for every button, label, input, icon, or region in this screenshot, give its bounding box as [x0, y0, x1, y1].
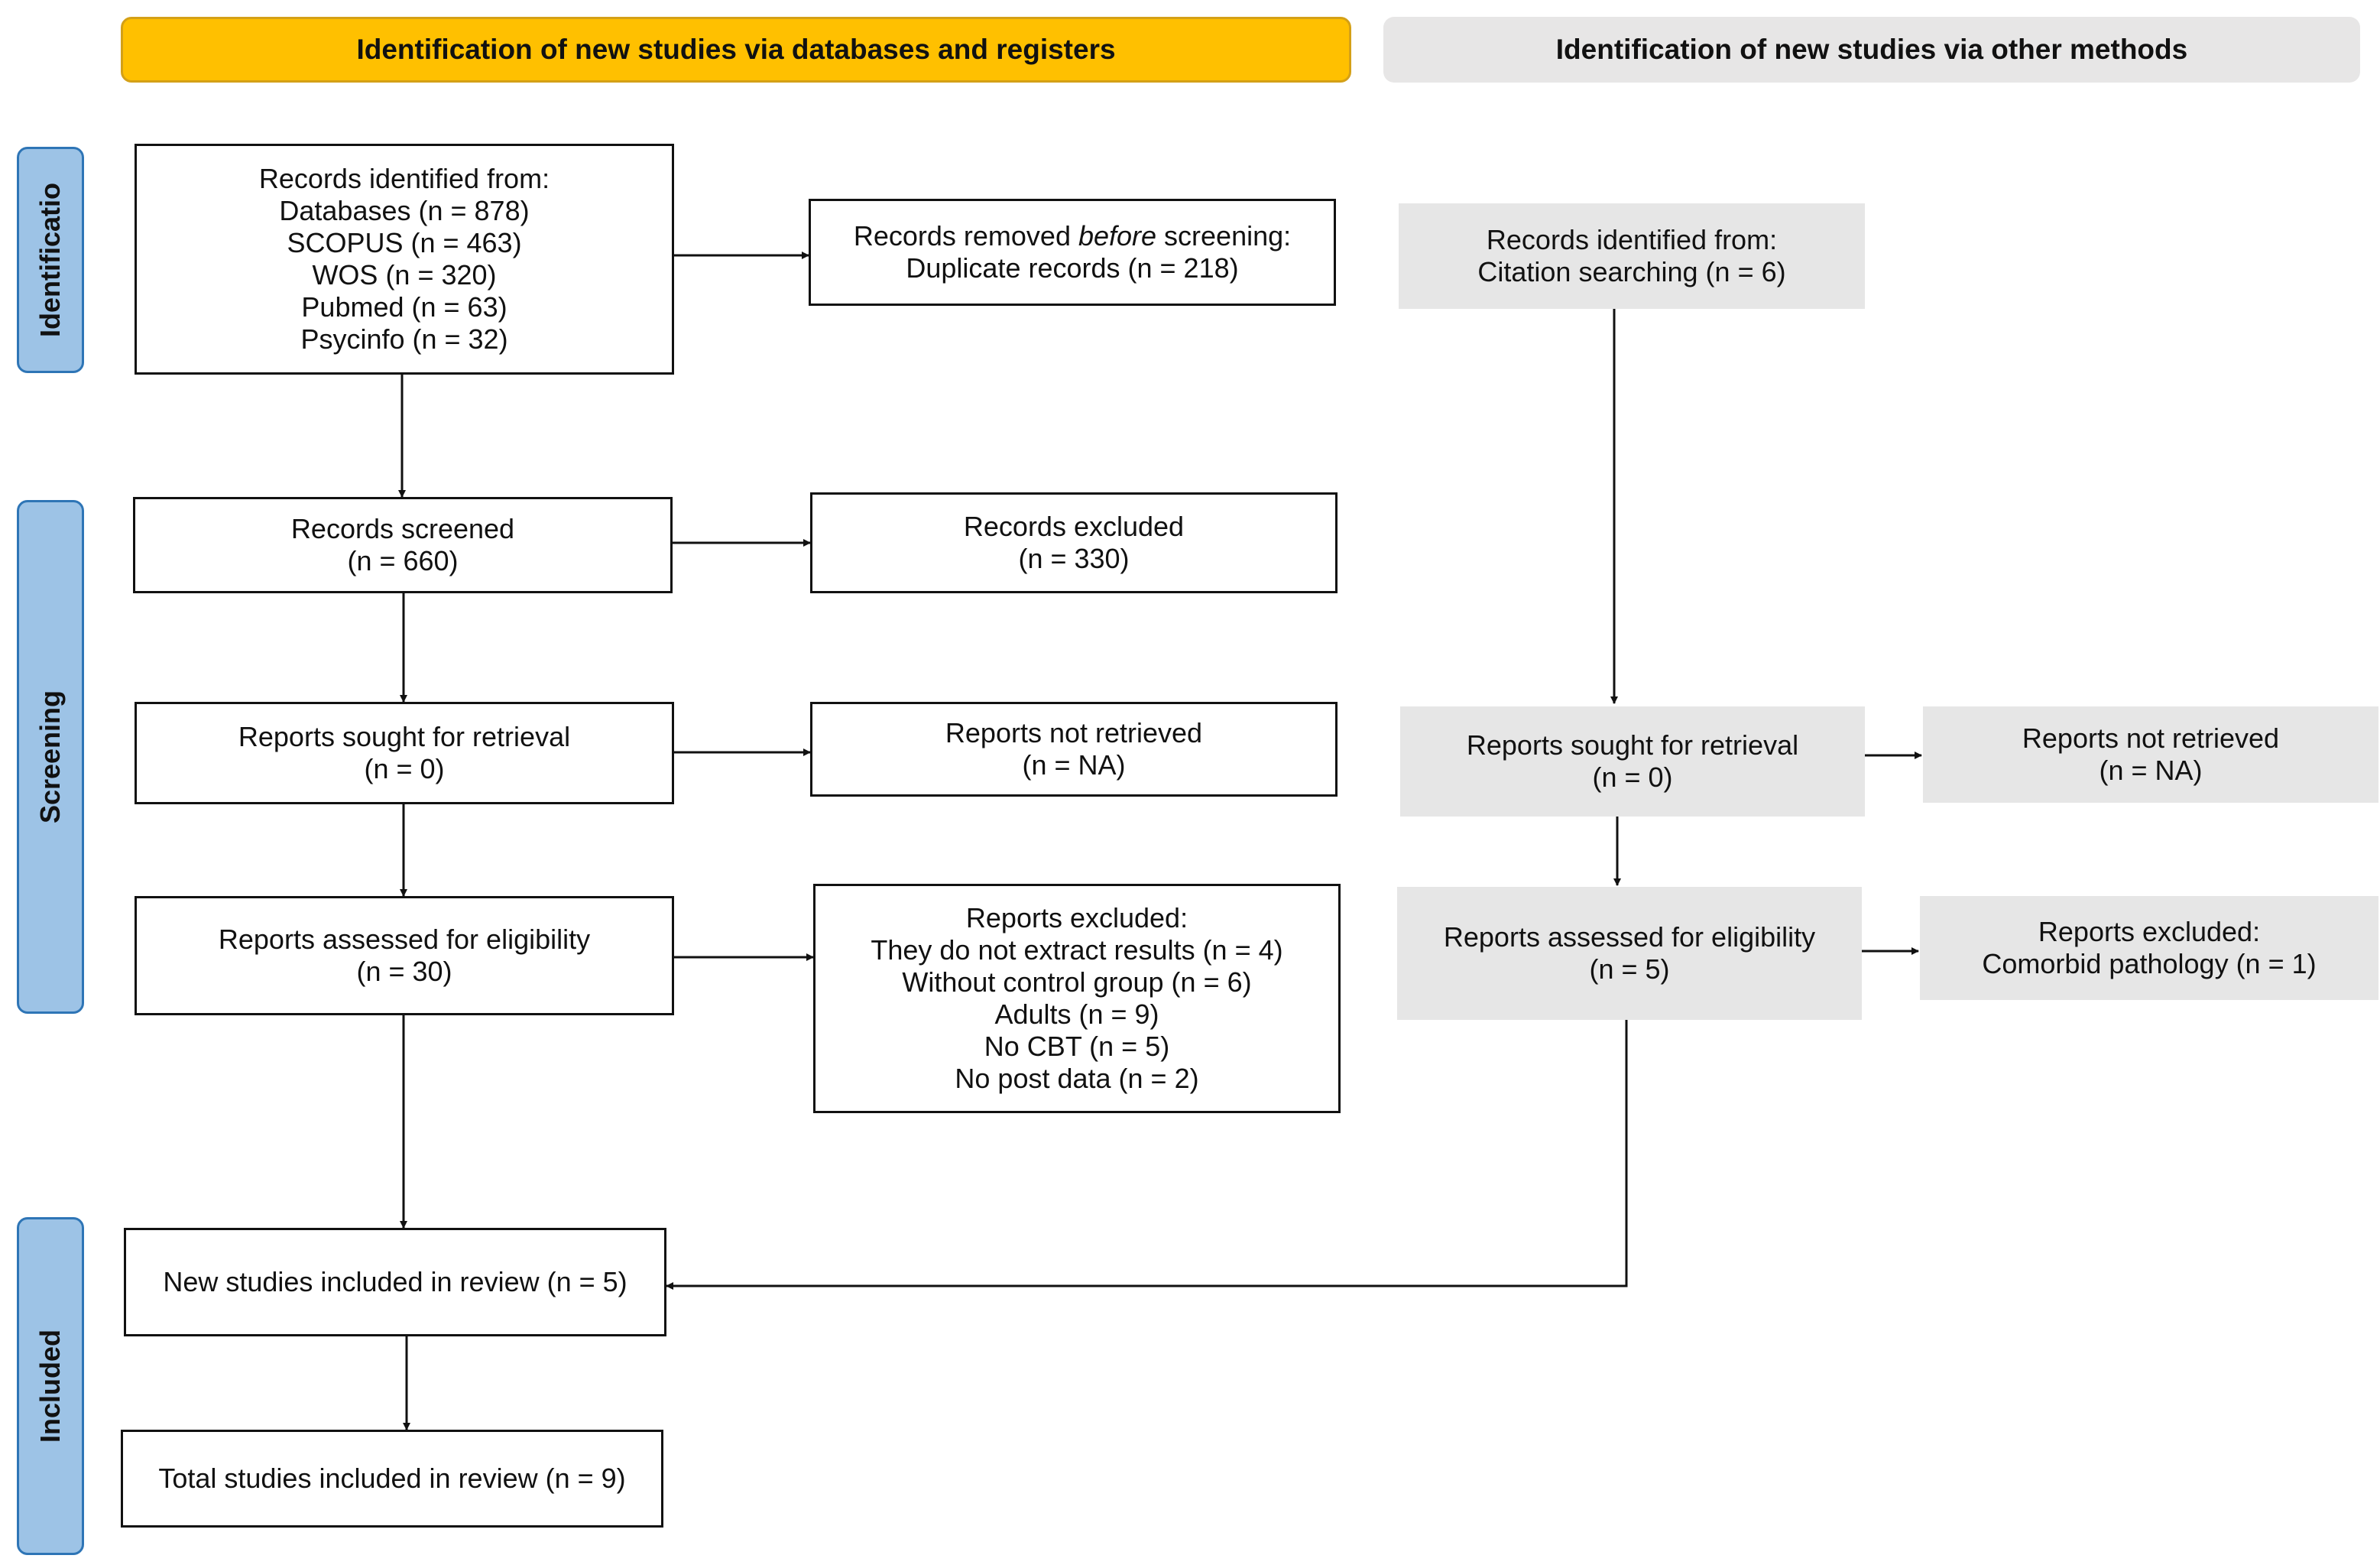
header-databases-registers: Identification of new studies via databa…: [121, 17, 1351, 83]
records-removed-box: Records removed before screening: Duplic…: [809, 199, 1336, 306]
total-studies-included-label: Total studies included in review (n = 9): [158, 1463, 626, 1494]
records-identified-databases: Databases (n = 878): [279, 195, 530, 226]
header-databases-label: Identification of new studies via databa…: [356, 34, 1116, 65]
reports-assessed-label: Reports assessed for eligibility: [218, 924, 591, 955]
header-other-methods: Identification of new studies via other …: [1383, 17, 2360, 83]
citation-records-identified-box: Records identified from: Citation search…: [1399, 203, 1865, 309]
reports-excluded-no-post-data: No post data (n = 2): [955, 1063, 1199, 1094]
other-reports-not-retrieved-count: (n = NA): [2099, 755, 2203, 786]
other-reports-assessed-count: (n = 5): [1589, 953, 1670, 985]
other-reports-excluded-title: Reports excluded:: [2038, 916, 2261, 947]
reports-excluded-box: Reports excluded: They do not extract re…: [813, 884, 1341, 1113]
records-excluded-label: Records excluded: [963, 511, 1185, 542]
reports-sought-label: Reports sought for retrieval: [238, 721, 571, 752]
other-reports-excluded-comorbid: Comorbid pathology (n = 1): [1982, 948, 2317, 979]
records-identified-title: Records identified from:: [258, 163, 550, 194]
records-screened-label: Records screened: [290, 513, 515, 544]
total-studies-included-box: Total studies included in review (n = 9): [121, 1430, 663, 1528]
records-screened-box: Records screened (n = 660): [133, 497, 673, 593]
records-identified-psycinfo: Psycinfo (n = 32): [300, 323, 508, 355]
records-identified-pubmed: Pubmed (n = 63): [301, 291, 507, 323]
reports-sought-count: (n = 0): [364, 753, 445, 784]
arrow-other-assessed-to-new-included: [666, 1020, 1628, 1290]
citation-records-title: Records identified from:: [1486, 224, 1778, 255]
reports-excluded-no-cbt: No CBT (n = 5): [984, 1031, 1170, 1062]
other-reports-not-retrieved-label: Reports not retrieved: [2022, 722, 2280, 754]
other-reports-assessed-box: Reports assessed for eligibility (n = 5): [1397, 887, 1862, 1020]
citation-records-count: Citation searching (n = 6): [1477, 256, 1786, 287]
reports-assessed-count: (n = 30): [356, 956, 452, 987]
records-identified-box: Records identified from: Databases (n = …: [135, 144, 674, 375]
reports-sought-box: Reports sought for retrieval (n = 0): [135, 702, 674, 804]
stage-screening: Screening: [17, 500, 84, 1014]
other-reports-assessed-label: Reports assessed for eligibility: [1443, 921, 1816, 953]
other-reports-sought-count: (n = 0): [1592, 761, 1673, 793]
new-studies-included-label: New studies included in review (n = 5): [163, 1266, 627, 1297]
other-reports-not-retrieved-box: Reports not retrieved (n = NA): [1923, 706, 2378, 803]
reports-not-retrieved-count: (n = NA): [1022, 749, 1126, 781]
records-excluded-count: (n = 330): [1018, 543, 1130, 574]
stage-identification: Identificatio: [17, 147, 84, 373]
reports-excluded-no-control: Without control group (n = 6): [902, 966, 1252, 998]
other-reports-sought-label: Reports sought for retrieval: [1466, 729, 1799, 761]
reports-assessed-box: Reports assessed for eligibility (n = 30…: [135, 896, 674, 1015]
reports-excluded-no-results: They do not extract results (n = 4): [871, 934, 1283, 966]
reports-not-retrieved-box: Reports not retrieved (n = NA): [810, 702, 1338, 797]
stage-included: Included: [17, 1217, 84, 1555]
records-removed-duplicates: Duplicate records (n = 218): [906, 252, 1239, 284]
new-studies-included-box: New studies included in review (n = 5): [124, 1228, 666, 1336]
other-reports-sought-box: Reports sought for retrieval (n = 0): [1400, 706, 1865, 817]
reports-not-retrieved-label: Reports not retrieved: [945, 717, 1203, 748]
records-removed-title: Records removed before screening:: [853, 220, 1292, 252]
records-screened-count: (n = 660): [347, 545, 459, 576]
other-reports-excluded-box: Reports excluded: Comorbid pathology (n …: [1920, 896, 2378, 1000]
reports-excluded-title: Reports excluded:: [965, 902, 1188, 933]
records-identified-scopus: SCOPUS (n = 463): [287, 227, 522, 258]
header-other-label: Identification of new studies via other …: [1555, 34, 2188, 65]
records-identified-wos: WOS (n = 320): [312, 259, 497, 291]
records-excluded-box: Records excluded (n = 330): [810, 492, 1338, 593]
reports-excluded-adults: Adults (n = 9): [994, 998, 1159, 1030]
